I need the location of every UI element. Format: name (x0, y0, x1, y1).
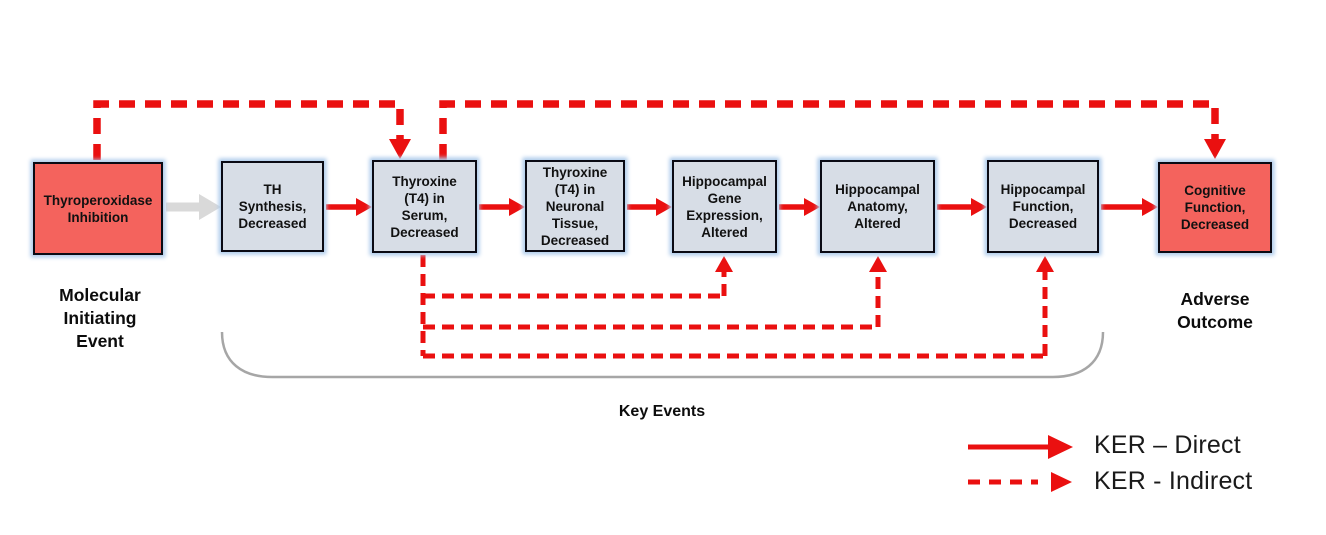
node-hippocampal-function-decreased: Hippocampal Function, Decreased (987, 160, 1099, 253)
key-events-bracket (220, 331, 1105, 379)
arrow-mie-to-th-synthesis (166, 194, 221, 220)
ker-indirect-path-t4-serum-to-cognitive (439, 100, 1226, 160)
legend-indirect-label: KER - Indirect (1094, 467, 1253, 495)
node-t4-in-neuronal-tissue-decreased: Thyroxine (T4) in Neuronal Tissue, Decre… (525, 160, 625, 252)
key-events-label: Key Events (618, 403, 706, 420)
ker-indirect-path-t4-serum-to-gene-expression (420, 255, 733, 356)
adverse-outcome-label: Adverse Outcome (1177, 289, 1253, 332)
node-hippocampal-gene-expression-altered: Hippocampal Gene Expression, Altered (672, 160, 777, 253)
node-thyroperoxidase-inhibition: Thyroperoxidase Inhibition (33, 162, 163, 255)
ker-indirect-path-mie-to-t4-serum (93, 100, 411, 160)
molecular-initiating-event-label: Molecular Initiating Event (59, 285, 141, 351)
ker-indirect-path-t4-serum-to-function (423, 256, 1054, 359)
ker-direct-arrow-th-synthesis-to-t4-serum (326, 198, 372, 216)
legend-direct-label: KER – Direct (1094, 431, 1241, 459)
node-hippocampal-anatomy-altered: Hippocampal Anatomy, Altered (820, 160, 935, 253)
ker-direct-arrow-t4-neuronal-to-gene-expression (627, 198, 672, 216)
ker-direct-arrow-function-to-cognitive (1101, 198, 1158, 216)
legend-indirect-arrow (968, 472, 1072, 492)
legend-direct-arrow (968, 435, 1073, 459)
ker-indirect-path-t4-serum-to-anatomy (423, 256, 887, 330)
node-cognitive-function-decreased: Cognitive Function, Decreased (1158, 162, 1272, 253)
node-t4-in-serum-decreased: Thyroxine (T4) in Serum, Decreased (372, 160, 477, 253)
node-th-synthesis-decreased: TH Synthesis, Decreased (221, 161, 324, 252)
ker-direct-arrow-anatomy-to-function (937, 198, 987, 216)
ker-direct-arrow-gene-expression-to-anatomy (779, 198, 820, 216)
ker-direct-arrow-t4-serum-to-t4-neuronal (479, 198, 525, 216)
